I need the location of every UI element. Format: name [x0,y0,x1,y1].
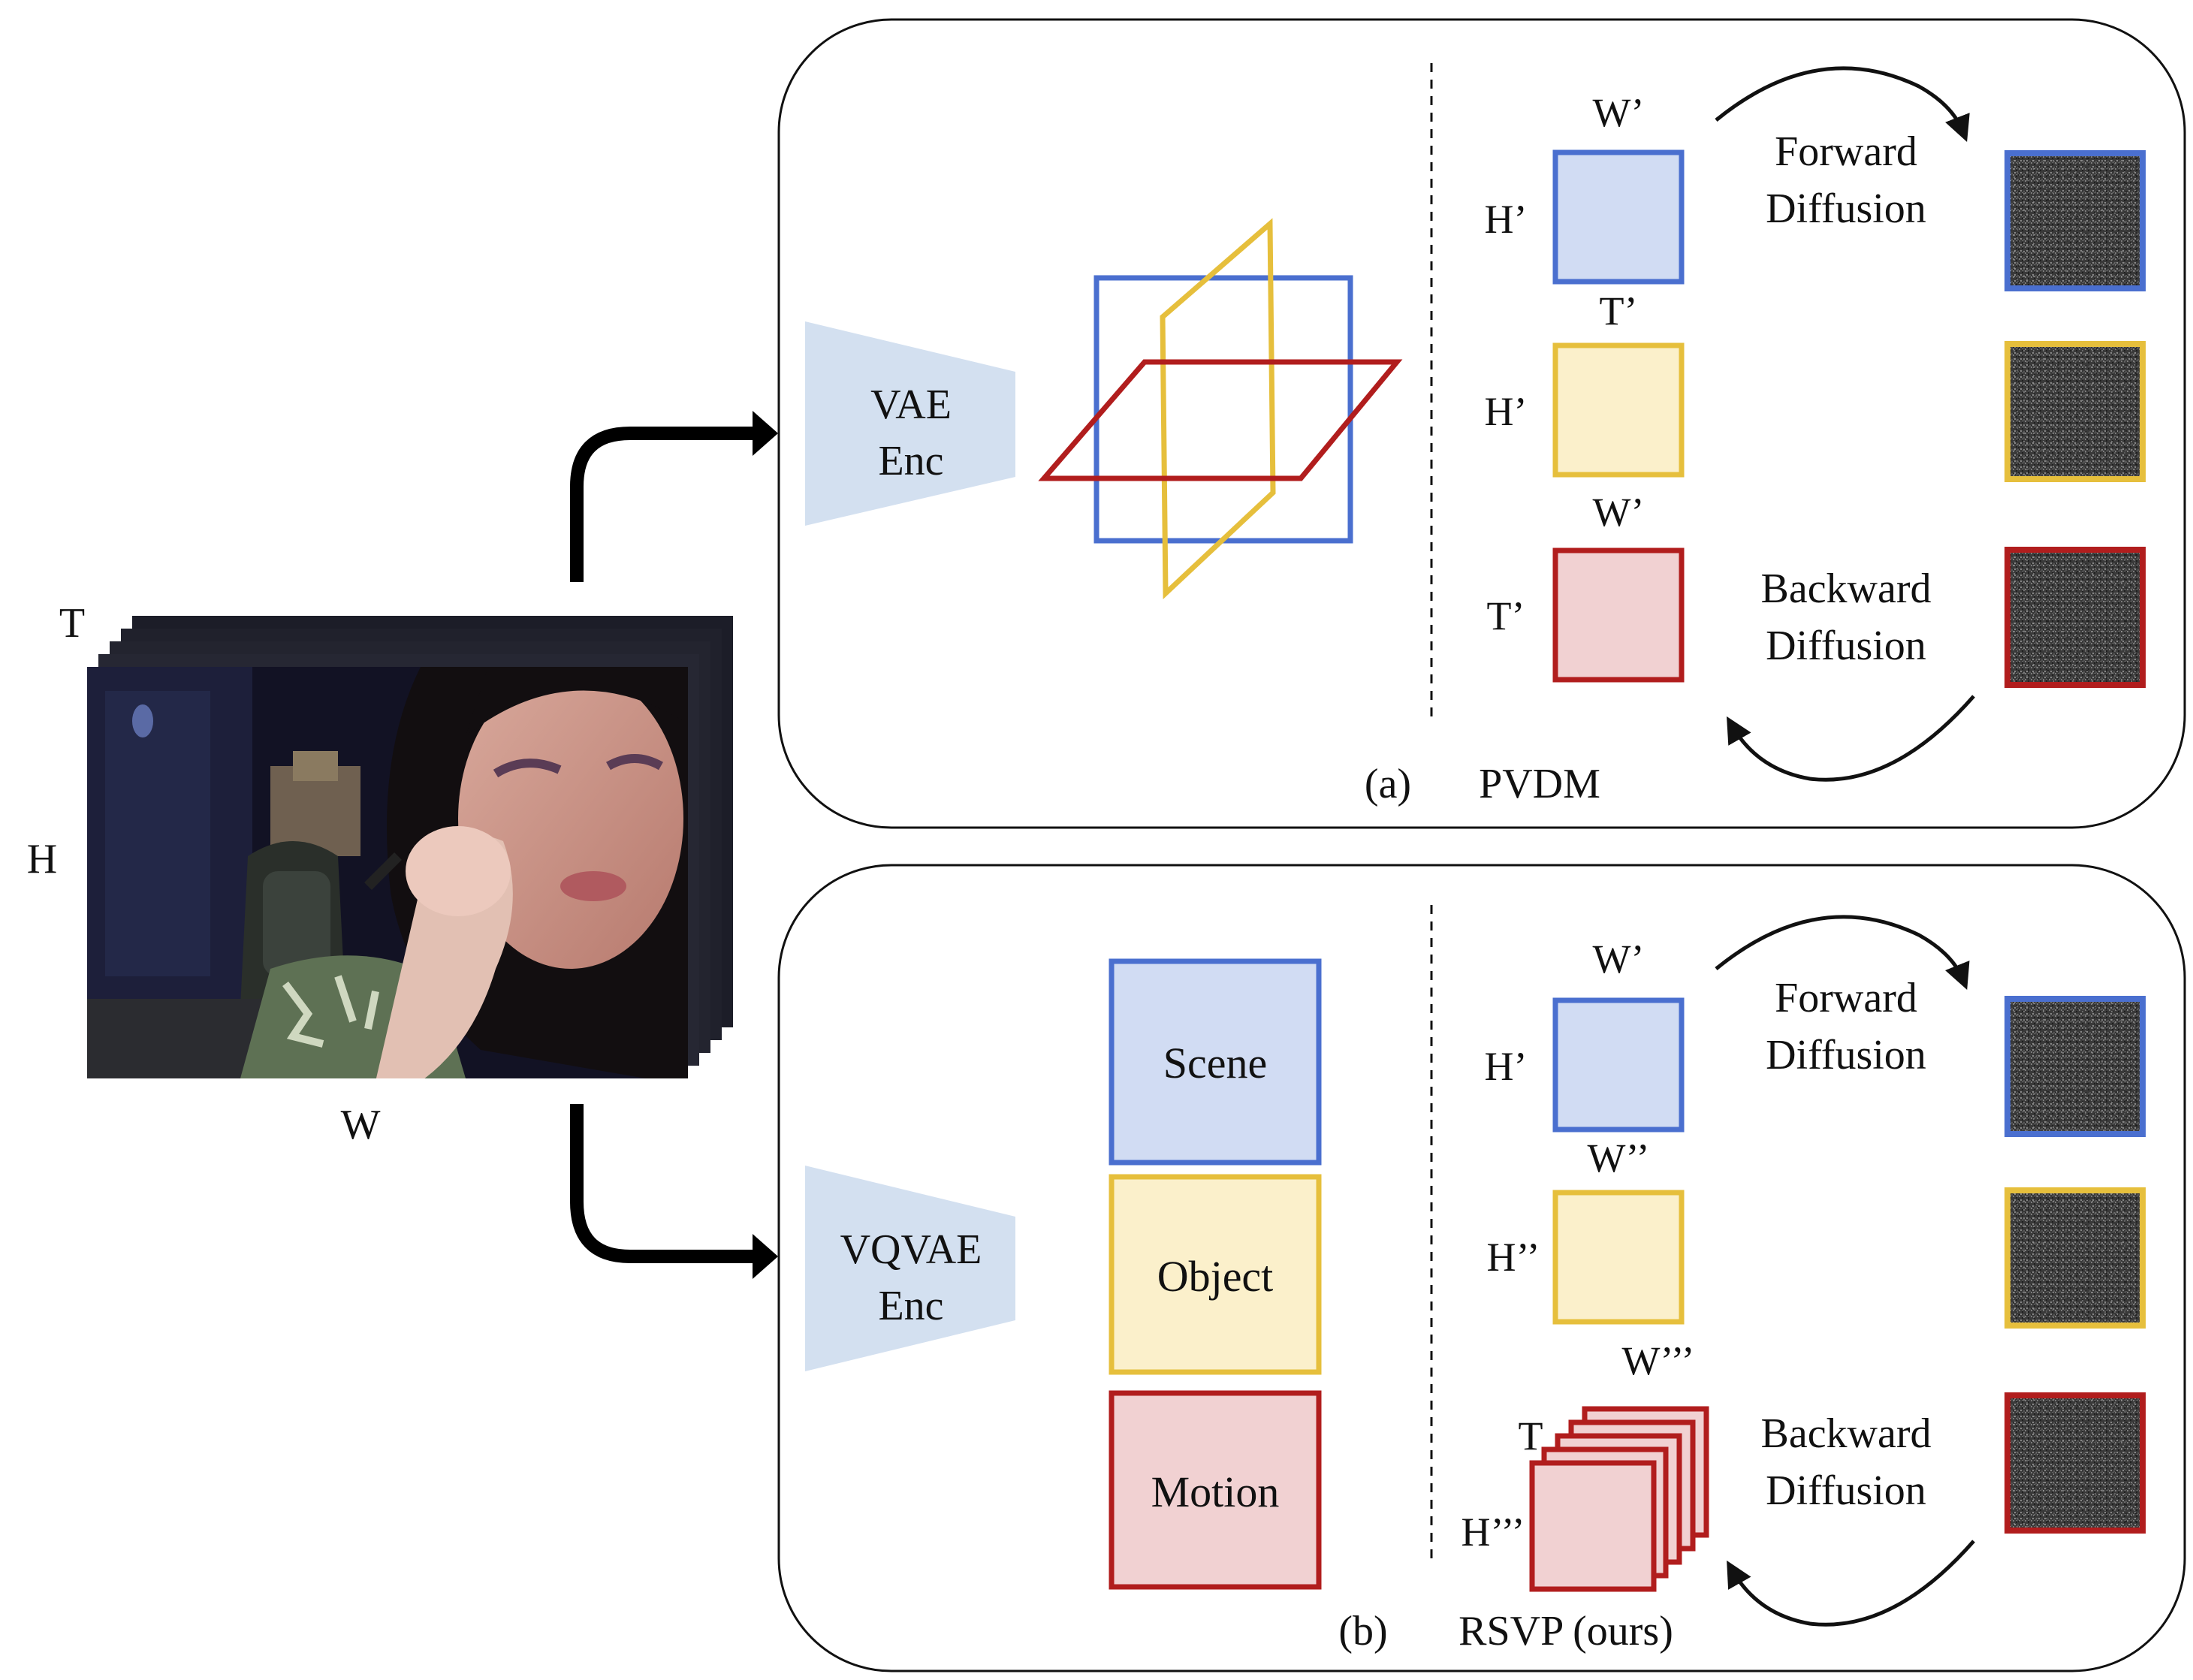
latent-ht-top-label: T’ [1600,288,1638,333]
panel-a-forward-label-2: Diffusion [1766,185,1926,232]
video-frame-front [87,667,688,1078]
arrow-head-panel-b [753,1234,778,1279]
triplane-ht-plane [1160,218,1276,599]
panel-a [777,18,2186,829]
object-latent [1552,1190,1685,1325]
vqvae-encoder-label-2: Enc [878,1283,943,1329]
video-w-label: W [341,1102,381,1148]
video-t-label: T [59,600,85,647]
scene-component [1109,958,1322,1166]
panel-b-forward-label-2: Diffusion [1766,1032,1926,1078]
panel-a-noise-blue [2004,150,2146,291]
panel-b-noise-yellow [2004,1187,2146,1329]
motion-latent-top-label: W’’’ [1622,1338,1695,1383]
motion-latent-side-label: H’’’ [1461,1510,1525,1555]
panel-b-caption-name: RSVP (ours) [1458,1608,1673,1654]
scene-latent-top-label: W’ [1593,937,1645,982]
panel-a-noise-red [2004,547,2146,688]
input-video [87,616,733,1078]
vqvae-encoder-shape [805,1166,1015,1371]
object-latent-side-label: H’’ [1487,1235,1540,1280]
object-component-label: Object [1157,1252,1274,1301]
arrow-head-panel-a [753,411,778,456]
vqvae-encoder-label-1: VQVAE [840,1226,982,1273]
latent-wt-side-label: T’ [1487,593,1525,638]
panel-b-noise-red [2004,1392,2146,1534]
arrow-to-panel-b [570,1104,755,1263]
motion-latent-depth-label: T [1519,1413,1543,1458]
panel-b-noise-blue [2004,996,2146,1137]
panel-b-backward-arrow [1727,1540,1975,1627]
scene-component-label: Scene [1163,1039,1268,1087]
scene-latent [1552,997,1685,1133]
latent-ht-side-label: H’ [1485,389,1528,434]
video-h-label: H [27,836,57,882]
vae-encoder-shape [805,321,1015,526]
latent-hw-side-label: H’ [1485,197,1528,242]
motion-latent-stack [1529,1406,1709,1592]
scene-latent-side-label: H’ [1485,1044,1528,1089]
panel-b-forward-arrow [1715,915,1970,990]
triplane-wt-plane [1038,359,1403,481]
panel-a-caption-letter: (a) [1365,761,1411,807]
object-latent-top-label: W’’ [1588,1136,1650,1181]
panel-a-backward-label-1: Backward [1760,566,1931,612]
latent-wt-plane [1552,547,1685,683]
latent-hw-plane [1552,149,1685,285]
latent-hw-top-label: W’ [1593,90,1645,135]
panel-b-backward-label-1: Backward [1760,1410,1931,1457]
latent-ht-plane [1552,342,1685,478]
panel-a-caption-name: PVDM [1479,761,1600,807]
panel-a-backward-label-2: Diffusion [1766,623,1926,669]
panel-a-noise-yellow [2004,341,2146,482]
panel-b-forward-label-1: Forward [1775,975,1917,1021]
motion-component [1109,1390,1322,1590]
panel-a-backward-arrow [1727,695,1975,782]
arrow-to-panel-a [570,427,755,582]
vae-encoder-label-2: Enc [878,438,943,484]
motion-component-label: Motion [1151,1467,1280,1516]
object-component [1109,1174,1322,1375]
panel-b-caption-letter: (b) [1338,1608,1387,1654]
vae-encoder-label-1: VAE [870,382,952,428]
latent-wt-top-label: W’ [1593,490,1645,535]
panel-b-backward-label-2: Diffusion [1766,1467,1926,1514]
panel-a-forward-label-1: Forward [1775,128,1917,175]
panel-a-forward-arrow [1715,66,1970,143]
